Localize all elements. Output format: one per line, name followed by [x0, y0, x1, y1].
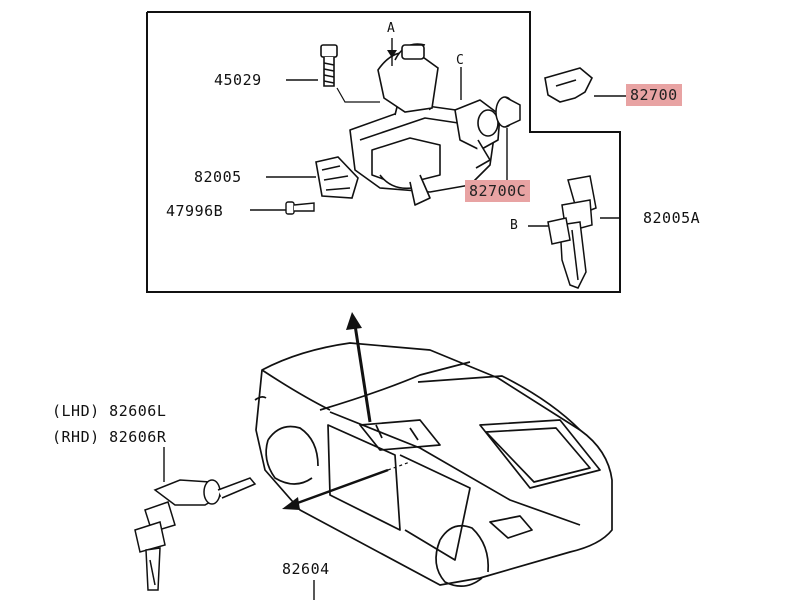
part-label-45029[interactable]: 45029 — [214, 71, 262, 89]
detail-arrow — [353, 324, 372, 423]
part-label-82005a[interactable]: 82005A — [643, 209, 701, 227]
callout-b: B — [510, 218, 519, 233]
door-arrow-dash — [387, 461, 411, 471]
detail-arrow-head — [346, 312, 362, 330]
door-arrow-head — [282, 497, 300, 510]
callout-a: A — [387, 21, 396, 36]
screw-47996b — [285, 201, 315, 215]
part-label-82700c[interactable]: 82700C — [465, 180, 531, 202]
module-82005 — [315, 156, 359, 199]
bolt-guide-dash — [336, 87, 380, 103]
bracket-a — [377, 43, 439, 113]
part-label-82005[interactable]: 82005 — [194, 168, 242, 186]
part-label-82606l[interactable]: (LHD) 82606L — [52, 402, 167, 420]
cylinder-82700c — [495, 96, 521, 128]
key-set-82005a — [547, 175, 597, 289]
arrow-a — [387, 50, 397, 58]
door-lock-82606 — [134, 477, 257, 591]
callout-c: C — [456, 53, 465, 68]
door-arrow — [291, 468, 389, 507]
part-label-82606r[interactable]: (RHD) 82606R — [52, 428, 167, 446]
part-label-82604[interactable]: 82604 — [282, 560, 330, 578]
car-body — [254, 342, 613, 587]
bolt-45029 — [320, 44, 338, 87]
part-label-47996b[interactable]: 47996B — [166, 202, 224, 220]
detail-frame — [146, 11, 621, 293]
part-label-82700[interactable]: 82700 — [626, 84, 682, 106]
knob-82700 — [544, 67, 593, 103]
